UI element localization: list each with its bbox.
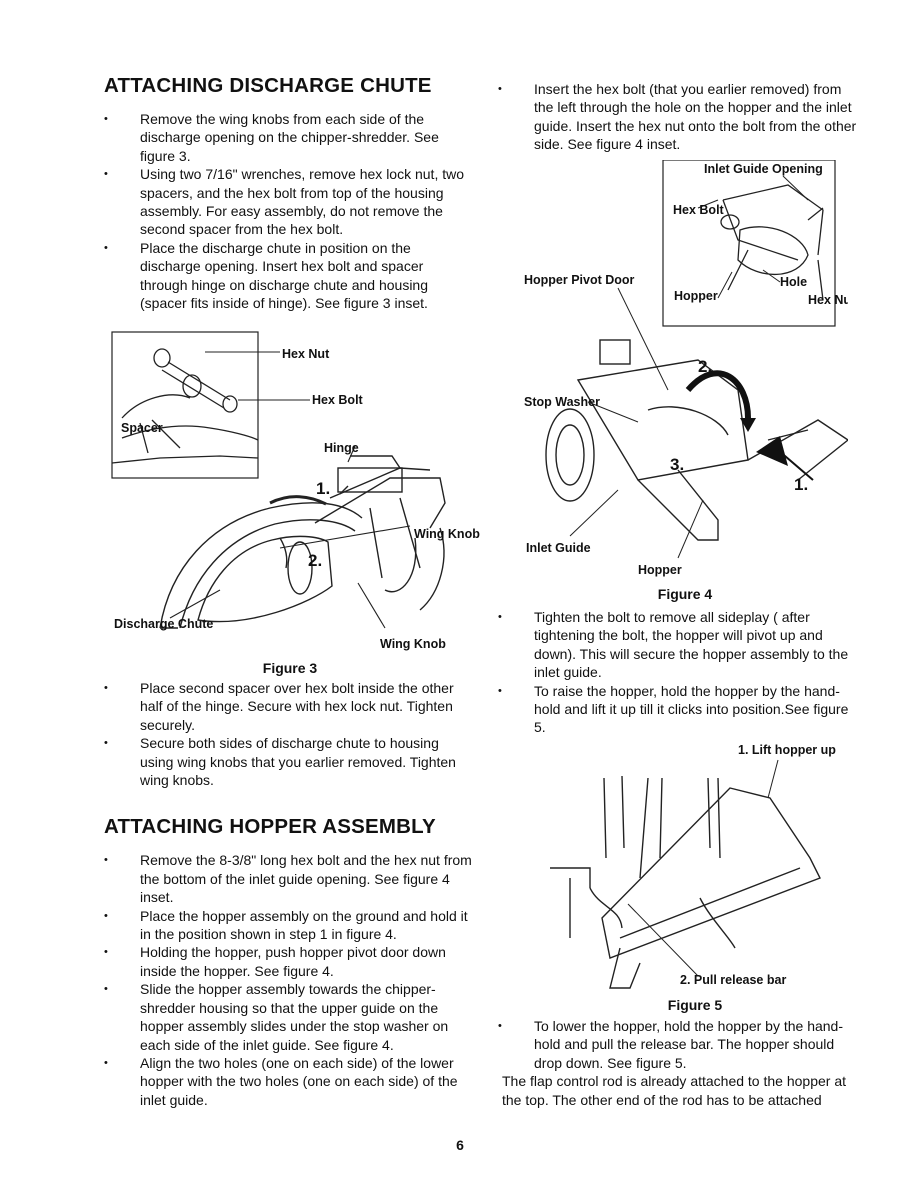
arrow-step1 — [269, 495, 327, 506]
chipper-housing-drawing — [159, 455, 446, 629]
right-steps-top: Insert the hex bolt (that you earlier re… — [498, 80, 858, 154]
hopper-lift-drawing — [550, 775, 821, 989]
bullet-item: Remove the wing knobs from each side of … — [104, 110, 474, 165]
bullet-item: To raise the hopper, hold the hopper by … — [498, 682, 858, 737]
figure-4: Inlet Guide Opening Hex Bolt Hole Hopper… — [524, 160, 848, 577]
figure-4-inset-box — [662, 160, 836, 327]
bullet-item: Align the two holes (one on each side) o… — [104, 1054, 474, 1109]
inset-inlet-drawing — [720, 184, 824, 301]
hex-bolt-drawing — [111, 348, 259, 464]
label-step-1-fig3: 1. — [316, 479, 330, 498]
right-column: Insert the hex bolt (that you earlier re… — [498, 80, 858, 154]
bullet-item: Slide the hopper assembly towards the ch… — [104, 980, 474, 1054]
label-hole: Hole — [780, 275, 807, 289]
right-steps-bottom: To lower the hopper, hold the hopper by … — [498, 1017, 863, 1072]
label-inlet-guide: Inlet Guide — [526, 541, 591, 555]
label-lift-hopper: 1. Lift hopper up — [738, 743, 836, 757]
figure-5: 1. Lift hopper up 2. Pull release bar — [550, 743, 836, 989]
arrow-step2 — [685, 370, 751, 419]
label-hinge: Hinge — [324, 441, 359, 455]
discharge-steps-before: Remove the wing knobs from each side of … — [104, 110, 474, 312]
bullet-item: Remove the 8-3/8" long hex bolt and the … — [104, 851, 474, 906]
label-step-3-fig4: 3. — [670, 455, 684, 474]
right-steps-mid: Tighten the bolt to remove all sideplay … — [498, 608, 858, 737]
chipper-hopper-drawing — [545, 339, 848, 541]
discharge-heading: ATTACHING DISCHARGE CHUTE — [104, 74, 432, 97]
left-column-lower: Place second spacer over hex bolt inside… — [104, 679, 474, 1109]
discharge-steps-after: Place second spacer over hex bolt inside… — [104, 679, 474, 789]
bullet-item: Using two 7/16" wrenches, remove hex loc… — [104, 165, 474, 239]
figure-4-caption: Figure 4 — [657, 586, 713, 602]
label-step-1-fig4: 1. — [794, 475, 808, 494]
arrow-step1-fig4 — [756, 436, 788, 466]
label-discharge-chute: Discharge Chute — [114, 617, 213, 631]
figure-3: Hex Nut Hex Bolt Spacer Hinge 1. 2. Wing… — [111, 331, 480, 651]
hopper-steps: Remove the 8-3/8" long hex bolt and the … — [104, 851, 474, 1109]
left-column: ATTACHING DISCHARGE CHUTE Remove the win… — [104, 74, 474, 312]
bullet-item: Place the discharge chute in position on… — [104, 239, 474, 313]
bullet-item: Tighten the bolt to remove all sideplay … — [498, 608, 858, 682]
label-hopper-inset: Hopper — [674, 289, 718, 303]
label-pull-release-bar: 2. Pull release bar — [680, 973, 786, 987]
figure-3-caption: Figure 3 — [262, 660, 318, 676]
bullet-item: To lower the hopper, hold the hopper by … — [498, 1017, 863, 1072]
closing-paragraph: The flap control rod is already attached… — [502, 1073, 846, 1108]
page-number: 6 — [456, 1137, 464, 1153]
right-column-mid: Tighten the bolt to remove all sideplay … — [498, 608, 858, 737]
label-hex-bolt-4: Hex Bolt — [673, 203, 725, 217]
label-step-2-fig4: 2. — [698, 357, 712, 376]
label-wing-knob-bottom: Wing Knob — [380, 637, 446, 651]
label-hopper: Hopper — [638, 563, 682, 577]
label-spacer: Spacer — [121, 421, 163, 435]
label-hopper-pivot-door: Hopper Pivot Door — [524, 273, 635, 287]
bullet-item: Place the hopper assembly on the ground … — [104, 907, 474, 944]
label-hex-nut-3: Hex Nut — [282, 347, 330, 361]
label-stop-washer: Stop Washer — [524, 395, 600, 409]
figure-5-caption: Figure 5 — [667, 997, 723, 1013]
bullet-item: Holding the hopper, push hopper pivot do… — [104, 943, 474, 980]
label-wing-knob-top: Wing Knob — [414, 527, 480, 541]
hopper-heading: ATTACHING HOPPER ASSEMBLY — [104, 815, 436, 839]
label-inlet-guide-opening: Inlet Guide Opening — [704, 162, 823, 176]
label-hex-nut-4: Hex Nut — [808, 293, 848, 307]
label-step-2-fig3: 2. — [308, 551, 322, 570]
figure-3-inset-box — [111, 331, 259, 479]
bullet-item: Place second spacer over hex bolt inside… — [104, 679, 474, 734]
bullet-item: Insert the hex bolt (that you earlier re… — [498, 80, 858, 154]
bullet-item: Secure both sides of discharge chute to … — [104, 734, 474, 789]
right-column-bottom: To lower the hopper, hold the hopper by … — [498, 1017, 863, 1109]
label-hex-bolt-3: Hex Bolt — [312, 393, 364, 407]
